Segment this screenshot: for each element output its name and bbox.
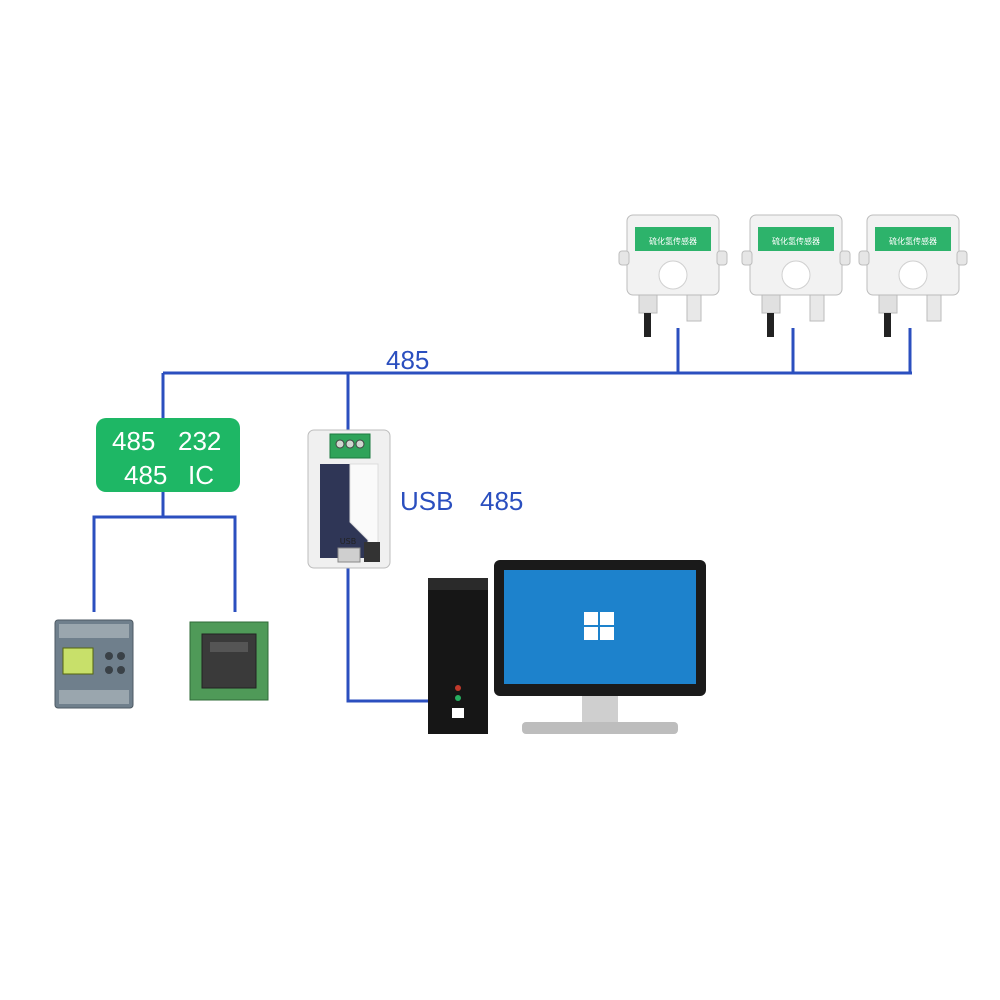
sensor-ear-left (858, 250, 870, 266)
sensor-cable (884, 313, 891, 337)
usb-label: USB (400, 486, 454, 516)
sensor-label: 硫化氢传感器 (772, 236, 820, 246)
adapter-dark-panel (320, 464, 368, 558)
monitor-neck (582, 696, 618, 722)
plc-top-terminals (59, 624, 129, 638)
sensor-cable (767, 313, 774, 337)
sensor-probe (809, 294, 825, 322)
sensor-cable (644, 313, 651, 337)
sensor-label: 硫化氢传感器 (649, 236, 697, 246)
sensor-ear-left (618, 250, 630, 266)
sensor-label: 硫化氢传感器 (889, 236, 937, 246)
sensor-ear-right (956, 250, 968, 266)
windows-logo-icon (584, 612, 614, 640)
mcu-board (189, 621, 269, 701)
terminal-screw (345, 439, 355, 449)
wiring (92, 328, 912, 703)
sensor-gland (638, 294, 658, 314)
sensor-probe (926, 294, 942, 322)
pc-tower (428, 578, 488, 734)
adapter-usb-label: USB (340, 537, 356, 546)
sensor-2: 硫化氢传感器 (741, 214, 851, 337)
sensor-ear-right (839, 250, 851, 266)
monitor (494, 560, 706, 734)
tower-power-led (455, 685, 461, 691)
tower-status-led (455, 695, 461, 701)
wire-converter-devices (92, 515, 237, 612)
plc-button (117, 652, 125, 660)
terminal-screw (335, 439, 345, 449)
converter-485-bottom: 485 (124, 460, 168, 490)
converter-485-top: 485 (112, 426, 156, 456)
sensor-label-plate (758, 227, 834, 251)
usb-485-adapter: USB (307, 429, 391, 569)
adapter-port (364, 542, 380, 562)
usb-485-label: 485 (480, 486, 524, 516)
plc-bottom-terminals (59, 690, 129, 704)
terminal-screw (355, 439, 365, 449)
sensor-dome (658, 260, 688, 290)
sensor-1: 硫化氢传感器 (618, 214, 728, 337)
plc-button (117, 666, 125, 674)
plc-button (105, 666, 113, 674)
adapter-usb-port (337, 547, 361, 563)
converter-232: 232 (178, 426, 222, 456)
plc-button (105, 652, 113, 660)
tower-logo (452, 708, 464, 718)
sensor-3: 硫化氢传感器 (858, 214, 968, 337)
board-chip-marking (210, 642, 248, 652)
plc-body (54, 619, 134, 709)
plc-screen (62, 647, 94, 675)
sensor-label-plate (635, 227, 711, 251)
sensor-dome (781, 260, 811, 290)
converter-box: 485 232 485 IC (96, 418, 240, 492)
tower-top (428, 578, 488, 590)
sensor-ear-left (741, 250, 753, 266)
converter-ic: IC (188, 460, 214, 490)
monitor-base (522, 722, 678, 734)
plc-device (54, 619, 134, 709)
sensor-probe (686, 294, 702, 322)
bus-label: 485 (386, 345, 430, 375)
sensor-dome (898, 260, 928, 290)
sensor-ear-right (716, 250, 728, 266)
sensor-gland (761, 294, 781, 314)
sensor-gland (878, 294, 898, 314)
wire-adapter-to-pc (346, 568, 430, 703)
sensor-label-plate (875, 227, 951, 251)
